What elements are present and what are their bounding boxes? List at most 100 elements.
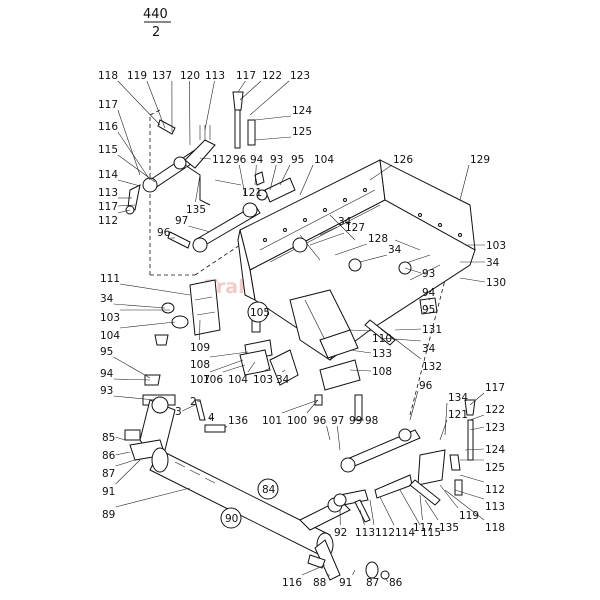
- callout-124: 124: [292, 105, 312, 117]
- callout-34: 34: [100, 293, 114, 305]
- callout-117: 117: [485, 382, 505, 394]
- leader-line-109: [199, 319, 201, 341]
- leader-line-124: [464, 448, 485, 451]
- callout-34: 34: [422, 343, 436, 355]
- callout-87: 87: [366, 577, 379, 589]
- callout-86: 86: [389, 577, 403, 589]
- circle-label-84: 84: [262, 484, 276, 496]
- callout-135: 135: [186, 204, 206, 216]
- callout-112: 112: [375, 527, 395, 539]
- leader-line-123: [249, 80, 290, 116]
- callout-117: 117: [98, 201, 118, 213]
- callout-106: 106: [203, 374, 223, 386]
- leader-line-2: [197, 400, 201, 403]
- leader-line-100: [306, 399, 319, 414]
- callout-113: 113: [485, 501, 505, 513]
- leader-line-93: [404, 267, 422, 274]
- circled-labels: 105 84 90: [220, 301, 279, 529]
- callout-104: 104: [314, 154, 334, 166]
- leader-line-113: [454, 489, 485, 500]
- callout-97: 97: [331, 415, 344, 427]
- leader-line-112: [459, 474, 485, 483]
- leader-line-104: [299, 164, 314, 196]
- callout-94: 94: [422, 287, 436, 299]
- leader-line-115: [117, 154, 156, 183]
- leader-line-34: [282, 369, 286, 373]
- callout-112: 112: [98, 215, 118, 227]
- leader-line-91: [352, 569, 356, 576]
- leader-line-34: [319, 226, 338, 236]
- callout-114: 114: [395, 527, 415, 539]
- callout-123: 123: [485, 422, 505, 434]
- left-side-parts: [142, 279, 438, 433]
- leader-line-126: [369, 164, 393, 181]
- leader-line-34: [359, 254, 388, 263]
- callout-123: 123: [290, 70, 310, 82]
- callout-103: 103: [486, 240, 506, 252]
- leader-line-135: [424, 499, 439, 521]
- leader-line-104: [247, 361, 256, 373]
- leader-line-94: [254, 164, 257, 186]
- callout-132: 132: [422, 361, 442, 373]
- callout-4: 4: [208, 412, 215, 424]
- callout-87: 87: [102, 468, 115, 480]
- callout-117: 117: [413, 522, 433, 534]
- leader-line-91: [115, 459, 141, 485]
- leader-line-86: [115, 451, 131, 456]
- callout-91: 91: [102, 486, 115, 498]
- callout-126: 126: [393, 154, 413, 166]
- callout-113: 113: [205, 70, 225, 82]
- callout-127: 127: [345, 222, 365, 234]
- leader-line-128: [334, 243, 368, 256]
- callout-116: 116: [282, 577, 302, 589]
- callout-96: 96: [233, 154, 247, 166]
- leader-line-122: [469, 414, 485, 421]
- leader-line-112: [369, 499, 375, 526]
- callout-131: 131: [422, 324, 442, 336]
- leader-line-96: [326, 425, 331, 441]
- callout-113: 113: [98, 187, 118, 199]
- leader-line-119: [146, 80, 166, 129]
- leader-line-112: [117, 209, 131, 214]
- boundary-dashes-left: [149, 109, 195, 276]
- callout-119: 119: [459, 510, 479, 522]
- callout-112: 112: [485, 484, 505, 496]
- callout-88: 88: [313, 577, 326, 589]
- leader-line-94: [428, 297, 431, 301]
- callout-94: 94: [250, 154, 264, 166]
- callout-122: 122: [485, 404, 505, 416]
- callout-113: 113: [355, 527, 375, 539]
- leader-line-108: [209, 351, 249, 358]
- leader-line-34: [379, 337, 422, 342]
- circle-90: [220, 507, 242, 529]
- leader-line-103: [262, 367, 271, 373]
- leader-line-133: [349, 349, 372, 354]
- leader-line-3: [182, 404, 196, 412]
- leader-line-127: [309, 232, 345, 246]
- leader-line-95: [113, 356, 151, 379]
- callout-2: 2: [190, 396, 197, 408]
- callout-108: 108: [372, 366, 392, 378]
- leader-line-123: [469, 426, 485, 431]
- leader-line-115: [399, 489, 421, 526]
- callout-34: 34: [486, 257, 500, 269]
- callout-96: 96: [419, 380, 433, 392]
- leader-line-95: [424, 304, 429, 310]
- callout-3: 3: [175, 406, 182, 418]
- leader-line-106: [222, 364, 246, 373]
- leader-line-131: [394, 328, 422, 331]
- callout-34: 34: [338, 216, 352, 228]
- callout-110: 110: [372, 333, 392, 345]
- callout-111: 111: [100, 273, 120, 285]
- callout-107: 107: [190, 374, 210, 386]
- callout-117: 117: [236, 70, 256, 82]
- page-number-top: 440: [143, 7, 168, 22]
- callout-137: 137: [152, 70, 172, 82]
- leader-line-87: [115, 459, 136, 467]
- leader-line-93: [113, 395, 156, 401]
- leader-line-86: [384, 577, 389, 583]
- leader-line-121: [214, 179, 242, 186]
- callout-125: 125: [485, 462, 505, 474]
